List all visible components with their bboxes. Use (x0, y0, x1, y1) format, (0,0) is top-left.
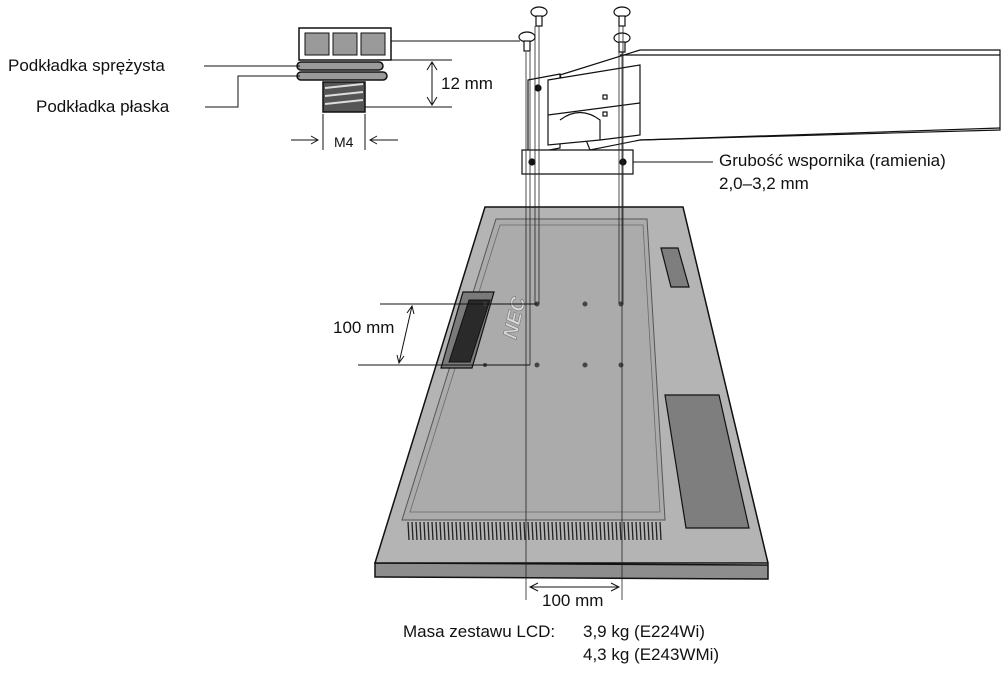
monitor-back (373, 206, 769, 580)
mounting-arm (521, 49, 1001, 175)
screw-length-label: 12 mm (441, 74, 493, 93)
screw-detail (296, 27, 392, 113)
bracket-thickness-title: Grubość wspornika (ramienia) (719, 151, 946, 170)
screw-guide-lines (525, 26, 624, 600)
thread-size-label: M4 (334, 134, 354, 150)
screw-icon (518, 31, 536, 52)
vesa-hole (582, 362, 588, 368)
vesa-vertical-label: 100 mm (333, 318, 395, 337)
screw-icon (613, 32, 631, 53)
mass-label: Masa zestawu LCD: (403, 622, 556, 641)
bottom-vent-slots (407, 521, 662, 541)
mass-value-2: 4,3 kg (E243WMi) (583, 645, 720, 664)
mass-value-1: 3,9 kg (E224Wi) (583, 622, 705, 641)
screw-icon (613, 6, 631, 27)
detail-dimension-lines (204, 40, 520, 150)
vertical-dimension (358, 303, 537, 366)
screws (518, 6, 631, 53)
screw-icon (530, 6, 548, 27)
spring-washer-label: Podkładka sprężysta (8, 56, 165, 75)
vesa-horizontal-label: 100 mm (542, 591, 604, 610)
bracket-thickness-value: 2,0–3,2 mm (719, 174, 809, 193)
horizontal-dimension (528, 582, 621, 592)
vesa-hole (534, 362, 540, 368)
vesa-hole (618, 362, 624, 368)
vesa-hole (582, 301, 588, 307)
flat-washer-label: Podkładka płaska (36, 97, 170, 116)
